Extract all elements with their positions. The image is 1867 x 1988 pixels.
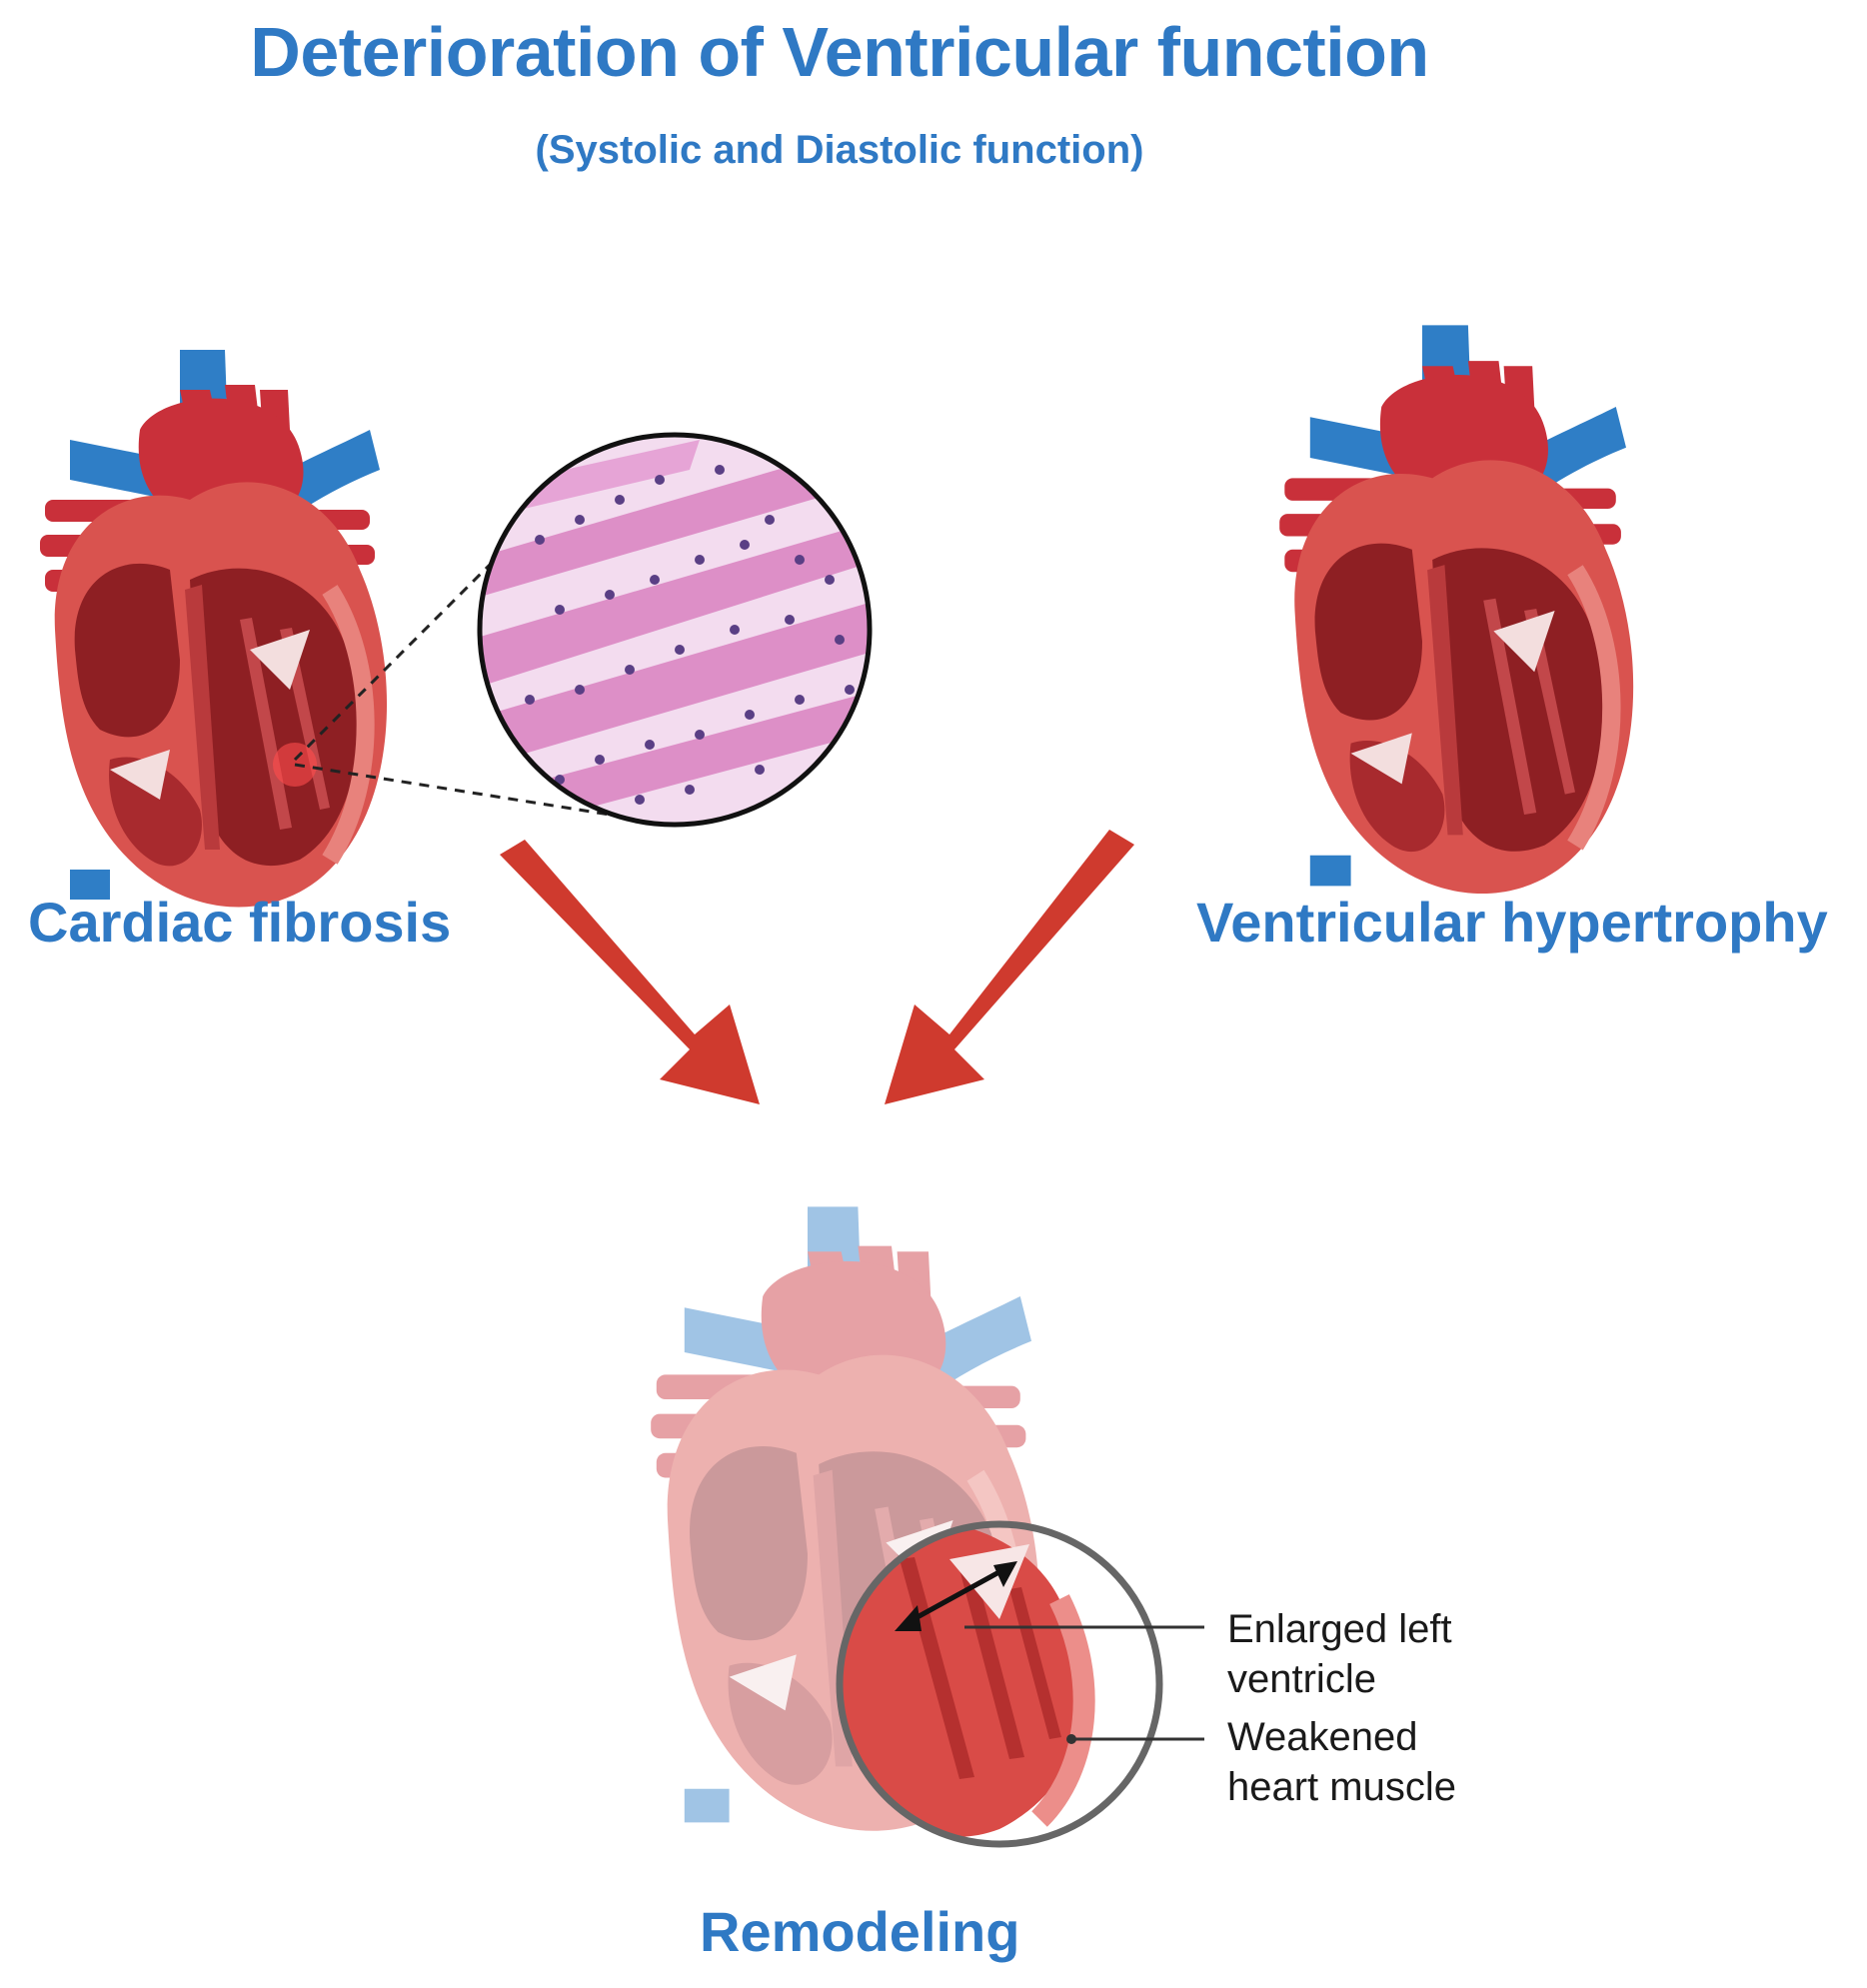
down-arrow-left (500, 840, 760, 1104)
histology-magnifier-icon (477, 432, 873, 828)
label-remodeling: Remodeling (700, 1900, 1020, 1963)
heart-hypertrophy-illustration (1279, 325, 1633, 894)
callout-weakened-heart-muscle: Weakened heart muscle (1227, 1712, 1456, 1812)
zoom-connector-top (293, 558, 497, 762)
down-arrow-right (885, 830, 1134, 1104)
callout-enlarged-line2: ventricle (1227, 1657, 1376, 1701)
figure-title: Deterioration of Ventricular function (250, 13, 1429, 91)
figure-subtitle: (Systolic and Diastolic function) (535, 128, 1144, 172)
callout-weakened-line2: heart muscle (1227, 1765, 1456, 1809)
callout-enlarged-line1: Enlarged left (1227, 1607, 1452, 1651)
label-cardiac-fibrosis: Cardiac fibrosis (28, 891, 452, 954)
callout-weakened-line1: Weakened (1227, 1715, 1418, 1759)
enlarged-ventricle-highlight (836, 1520, 1163, 1848)
heart-fibrosis-illustration (40, 350, 387, 908)
callout-enlarged-left-ventricle: Enlarged left ventricle (1227, 1604, 1452, 1704)
label-ventricular-hypertrophy: Ventricular hypertrophy (1196, 891, 1828, 954)
